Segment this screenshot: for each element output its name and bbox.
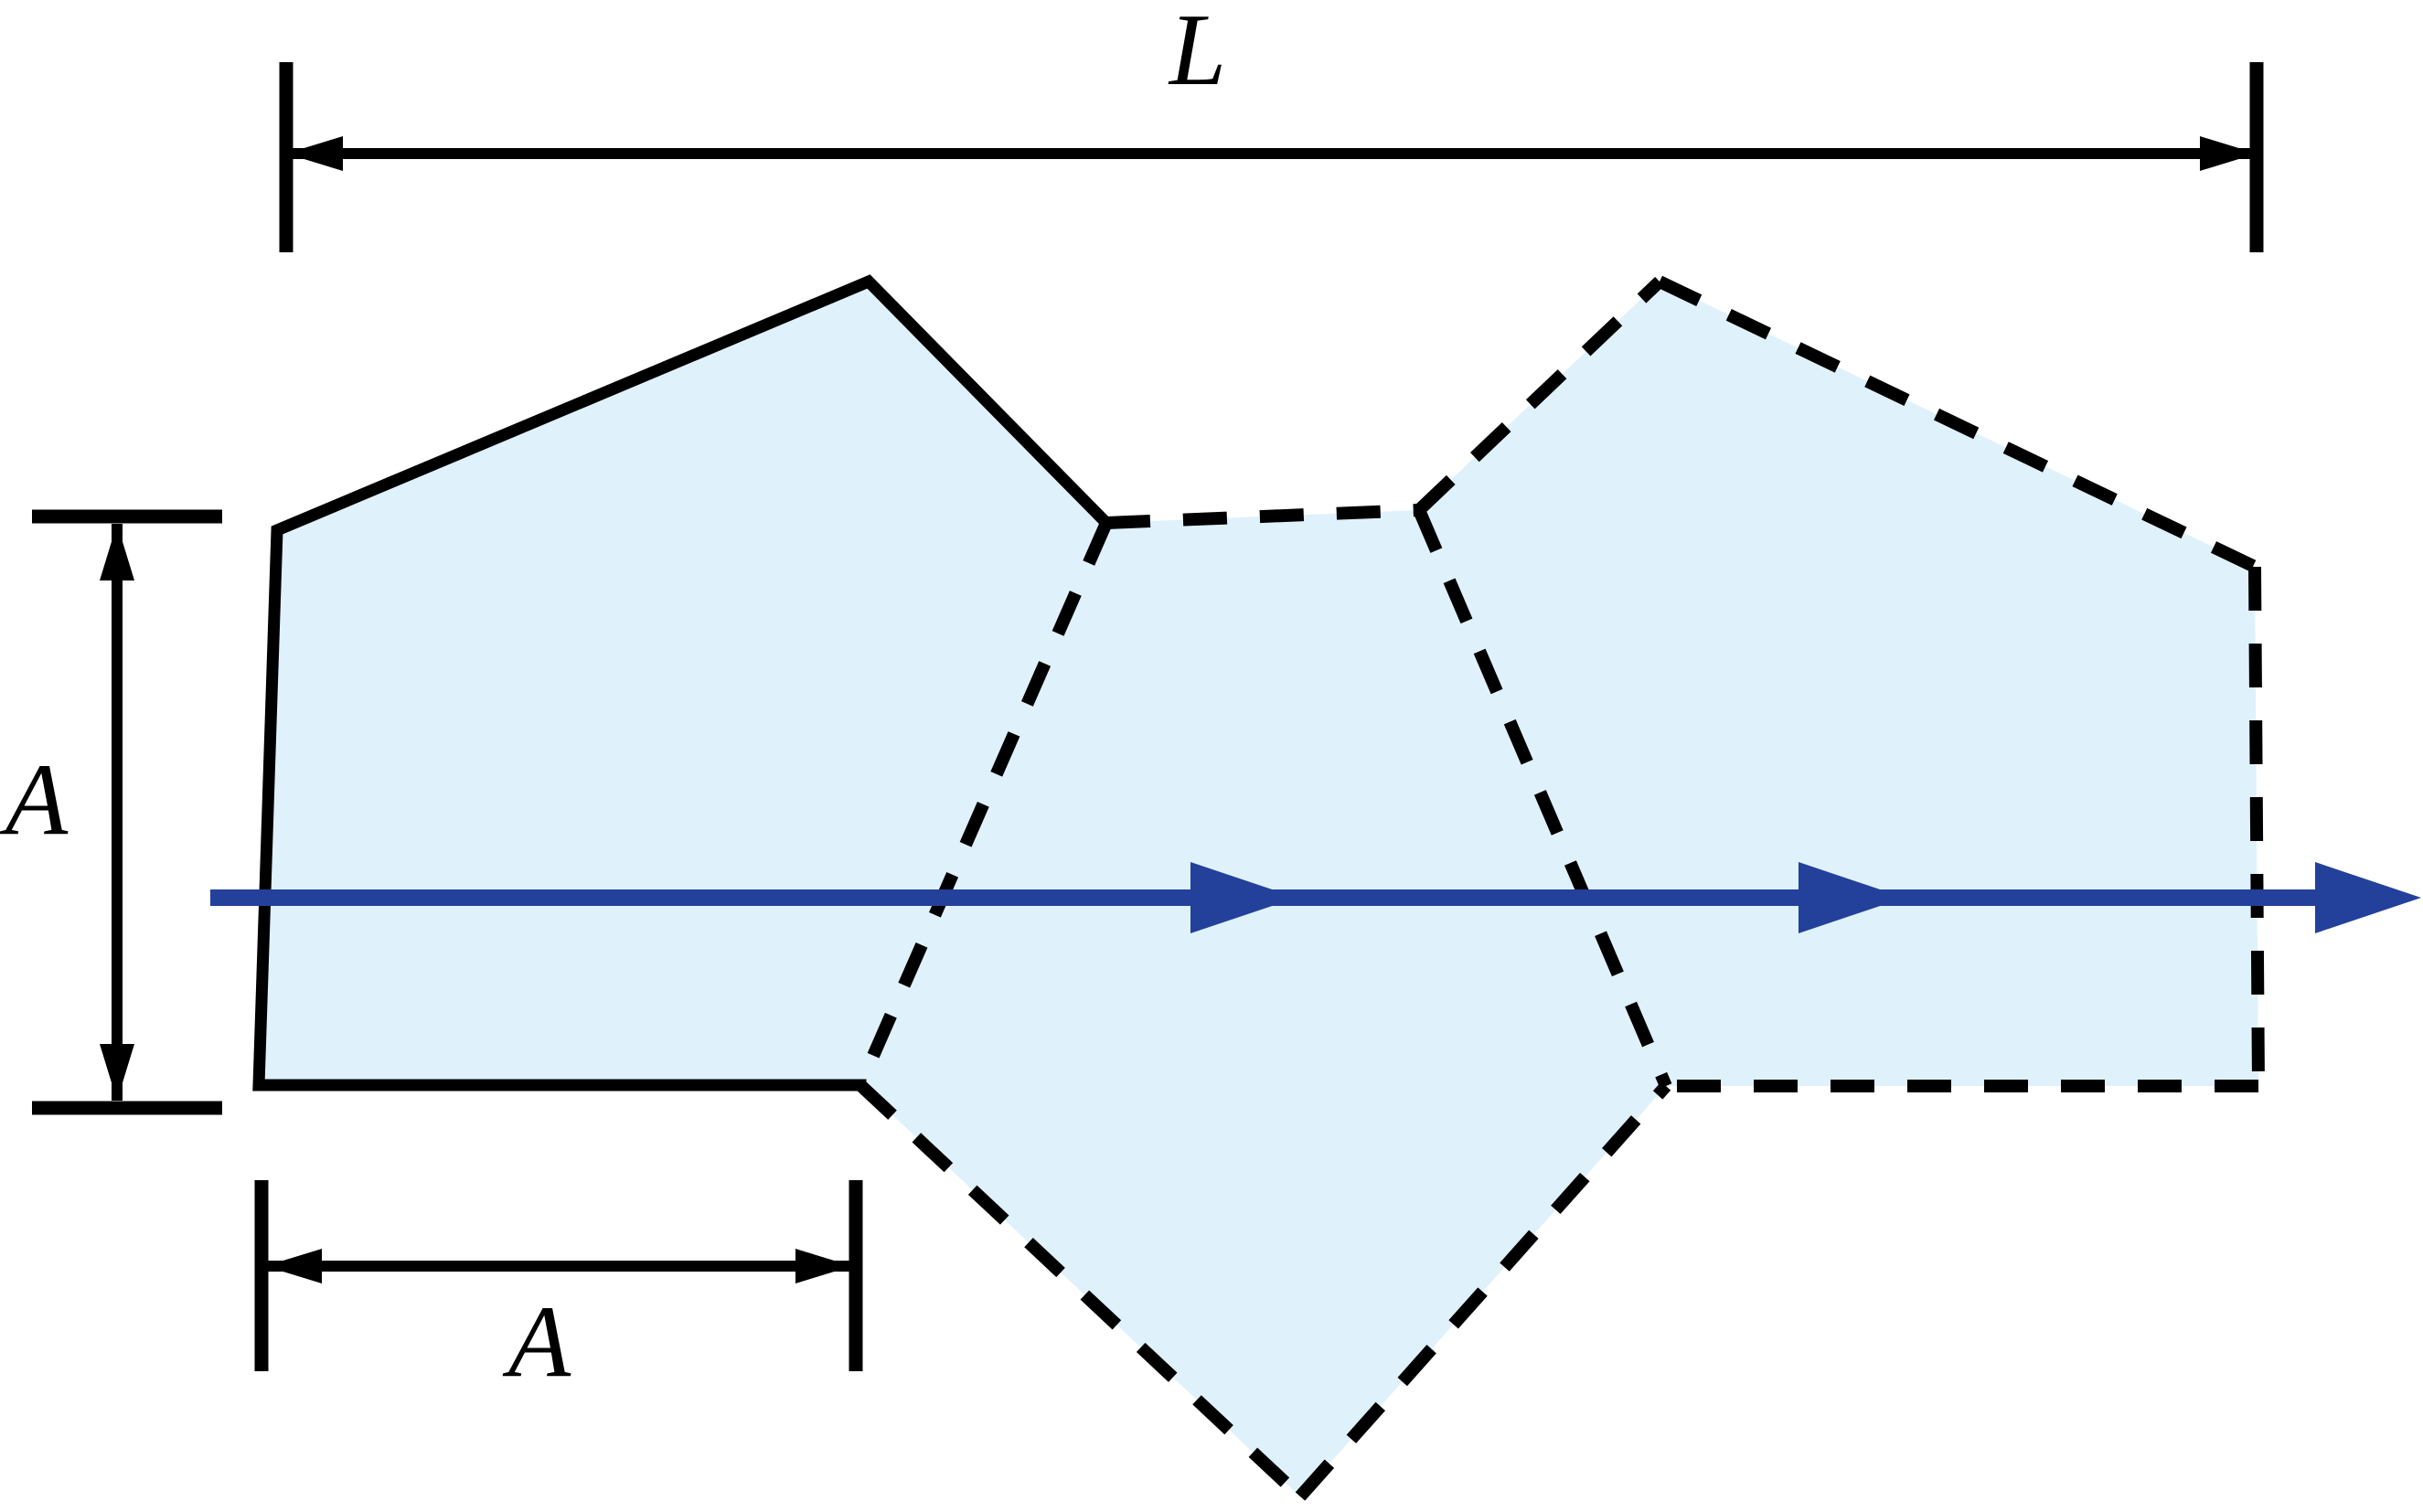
dashed-edge-7 [2248, 566, 2265, 1087]
dimension-a-2-head-left [265, 1249, 322, 1283]
dashed-edge-6 [1656, 275, 2258, 573]
dimension-l-0-head-right [2200, 136, 2257, 171]
dashed-edge-3 [856, 1080, 1305, 1502]
dashed-edge-2 [1413, 507, 1672, 1089]
dashed-edge-0 [854, 520, 1113, 1088]
pentagon-segment-3-dashed [1419, 282, 2258, 1086]
trajectory-mid-arrowhead-icon-0 [1190, 862, 1297, 933]
dimension-a-1-head-top [100, 524, 134, 580]
solid-edge-0 [252, 274, 1115, 1091]
dimension-label-total-length: L [1168, 0, 1226, 107]
dashed-edge-1 [1105, 504, 1420, 529]
dimension-label-segment-width: A [502, 1285, 571, 1399]
dimension-l-0-head-left [286, 136, 343, 171]
dimension-label-segment-height: A [0, 743, 69, 857]
dimension-a-2-head-right [795, 1249, 852, 1283]
pentagon-segment-1-solid [259, 282, 1106, 1085]
trajectory-mid-arrowhead-icon-1 [1799, 862, 1905, 933]
dashed-edge-4 [1295, 1081, 1671, 1501]
generated-geometry-layer [32, 62, 2421, 1502]
dimension-a-1-head-bottom [100, 1044, 134, 1101]
trajectory-end-arrowhead-icon [2315, 862, 2421, 933]
dashed-edge-5 [1414, 276, 1664, 516]
pentagon-segment-2-dashed [860, 510, 1666, 1496]
